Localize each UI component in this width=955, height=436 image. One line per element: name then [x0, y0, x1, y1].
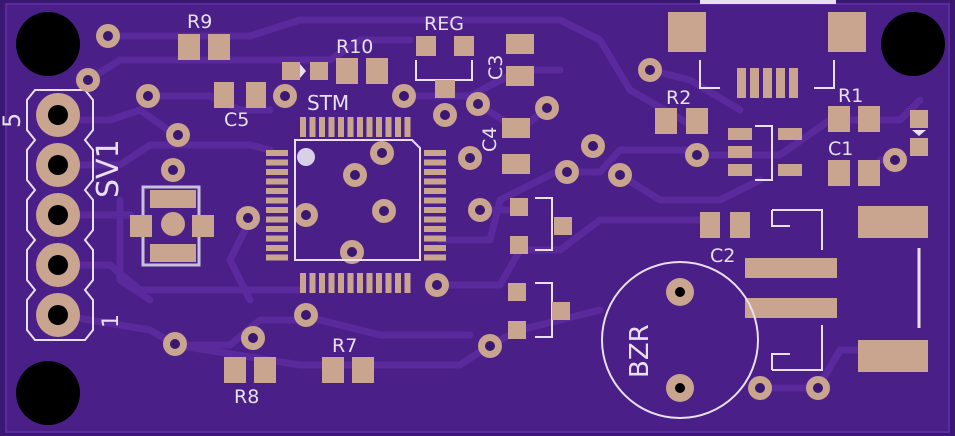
stm-pin	[266, 245, 288, 251]
transistor-q1	[510, 197, 572, 254]
stm-pin	[424, 178, 446, 185]
stm-pin	[266, 188, 288, 194]
buzzer-bzr: BZR	[601, 261, 759, 419]
label-bzr: BZR	[625, 324, 655, 378]
label-r1: R1	[838, 85, 863, 107]
stm-pin	[424, 254, 446, 261]
stm-pin	[404, 273, 411, 293]
stm-pin	[328, 117, 335, 137]
stm-pin	[266, 235, 288, 242]
label-sv1: SV1	[91, 139, 126, 198]
stm-pin	[424, 207, 446, 213]
vias	[76, 24, 907, 400]
resistor-r1: R1	[828, 85, 880, 132]
capacitor-c5: C5	[214, 82, 266, 131]
stm-pin	[424, 245, 446, 251]
label-c1: C1	[828, 138, 853, 160]
stm-pin	[309, 273, 316, 293]
stm-pin	[266, 226, 288, 232]
stm-pin	[300, 273, 306, 293]
stm-pin	[357, 117, 363, 137]
led-d2	[910, 110, 928, 156]
stm-pin	[424, 216, 446, 223]
stm-pin	[266, 216, 288, 223]
stm-pin	[385, 117, 392, 137]
transistor-q2	[508, 282, 570, 339]
capacitor-c2: C2	[700, 212, 750, 267]
microcontroller-stm: STM	[266, 91, 446, 293]
stm-pin	[266, 169, 288, 175]
label-c2: C2	[710, 245, 735, 267]
resistor-r8: R8	[224, 357, 276, 408]
label-stm: STM	[307, 91, 349, 115]
label-r2: R2	[666, 87, 691, 109]
resistor-r9: R9	[178, 11, 230, 60]
label-c4: C4	[479, 127, 501, 152]
resistor-r7: R7	[322, 335, 374, 383]
ic-u2	[728, 125, 802, 181]
stm-pin	[300, 117, 306, 137]
stm-pin	[266, 178, 288, 185]
stm-pin	[376, 117, 382, 137]
stm-pin	[424, 150, 446, 156]
usb-connector	[668, 0, 866, 98]
resistor-r10: R10	[336, 36, 388, 84]
regulator-reg: REG	[415, 13, 474, 98]
stm-pin	[338, 273, 344, 293]
capacitor-c1: C1	[828, 138, 880, 186]
label-c5: C5	[224, 109, 249, 131]
stm-pin	[395, 117, 401, 137]
stm-pin	[376, 273, 382, 293]
stm-pin	[366, 117, 373, 137]
stm-pin	[266, 207, 288, 213]
label-r8: R8	[234, 386, 259, 408]
stm-pin	[424, 159, 446, 166]
mounting-hole-bottom-left	[16, 361, 80, 425]
resistor-r2: R2	[655, 87, 708, 134]
stm-pin	[424, 235, 446, 242]
capacitor-c4: C4	[479, 118, 530, 174]
stm-pin	[424, 226, 446, 232]
mounting-holes	[16, 12, 945, 425]
label-r10: R10	[336, 36, 373, 58]
stm-pin	[424, 188, 446, 194]
stm-pin	[366, 273, 373, 293]
label-c3: C3	[485, 55, 507, 80]
capacitor-c3: C3	[485, 34, 534, 86]
stm-pin	[424, 169, 446, 175]
diode-d1	[282, 62, 328, 80]
stm-pin	[357, 273, 363, 293]
stm-pin	[266, 197, 288, 204]
stm-pin	[266, 254, 288, 261]
stm-pin	[424, 197, 446, 204]
stm-pin	[309, 117, 316, 137]
stm-pin	[404, 117, 411, 137]
component-sw	[130, 185, 214, 267]
header-sv1: SV1 5 1	[0, 89, 126, 341]
mounting-hole-top-right	[881, 12, 945, 76]
stm-pin	[338, 117, 344, 137]
label-pin5: 5	[0, 113, 26, 128]
stm-pin	[385, 273, 392, 293]
label-r7: R7	[332, 335, 357, 357]
stm-pin	[266, 150, 288, 156]
stm-pin	[395, 273, 401, 293]
stm-pin	[319, 273, 325, 293]
power-switch	[745, 206, 928, 372]
label-r9: R9	[187, 11, 212, 33]
stm-pin	[319, 117, 325, 137]
label-pin1: 1	[99, 314, 124, 328]
mounting-hole-top-left	[16, 12, 80, 76]
stm-pin	[328, 273, 335, 293]
stm-pin	[266, 159, 288, 166]
stm-pin	[347, 273, 354, 293]
stm-pin	[347, 117, 354, 137]
label-reg: REG	[424, 13, 464, 35]
